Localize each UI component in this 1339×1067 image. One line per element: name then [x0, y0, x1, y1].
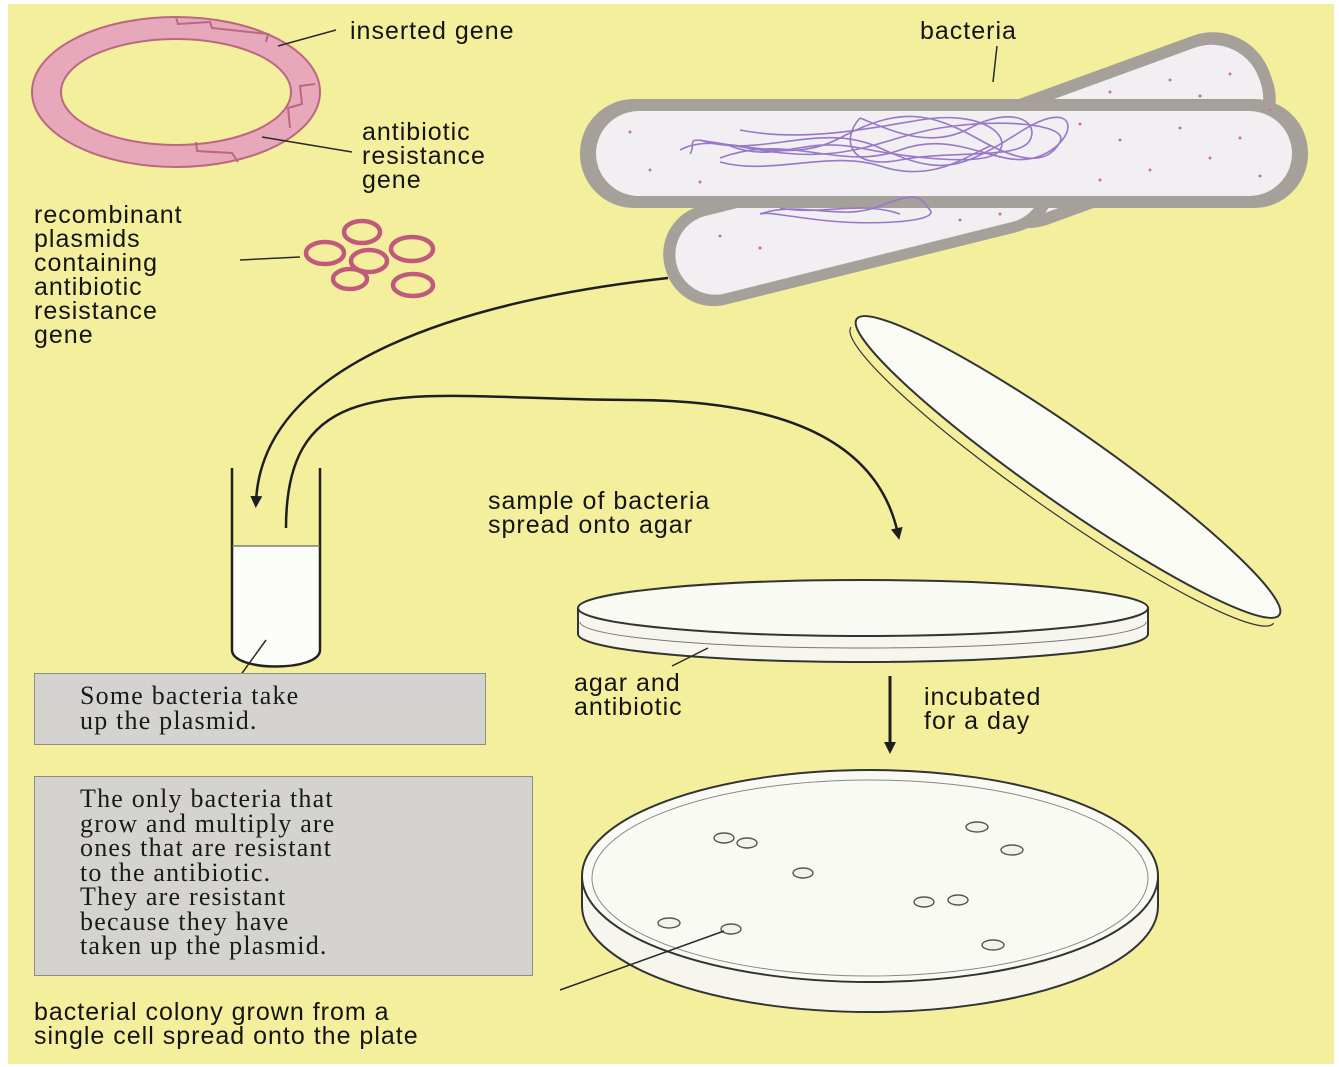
resistance-text: The only bacteria that grow and multiply… — [80, 787, 336, 959]
incubated-label: incubated for a day — [924, 685, 1041, 733]
antibiotic-resistance-gene-label: antibiotic resistance gene — [362, 120, 486, 192]
agar-antibiotic-label: agar and antibiotic — [574, 671, 683, 719]
plasmid-ring — [32, 17, 320, 167]
agar-plate — [578, 580, 1148, 662]
uptake-text: Some bacteria take up the plasmid. — [80, 684, 299, 733]
sample-spread-label: sample of bacteria spread onto agar — [488, 489, 710, 537]
colony-plate — [582, 770, 1158, 1012]
inserted-gene-label: inserted gene — [350, 19, 515, 43]
recombinant-plasmids-label: recombinant plasmids containing antibiot… — [34, 203, 183, 347]
bacterial-colony-label: bacterial colony grown from a single cel… — [34, 1000, 419, 1048]
bacteria-label: bacteria — [920, 19, 1017, 43]
